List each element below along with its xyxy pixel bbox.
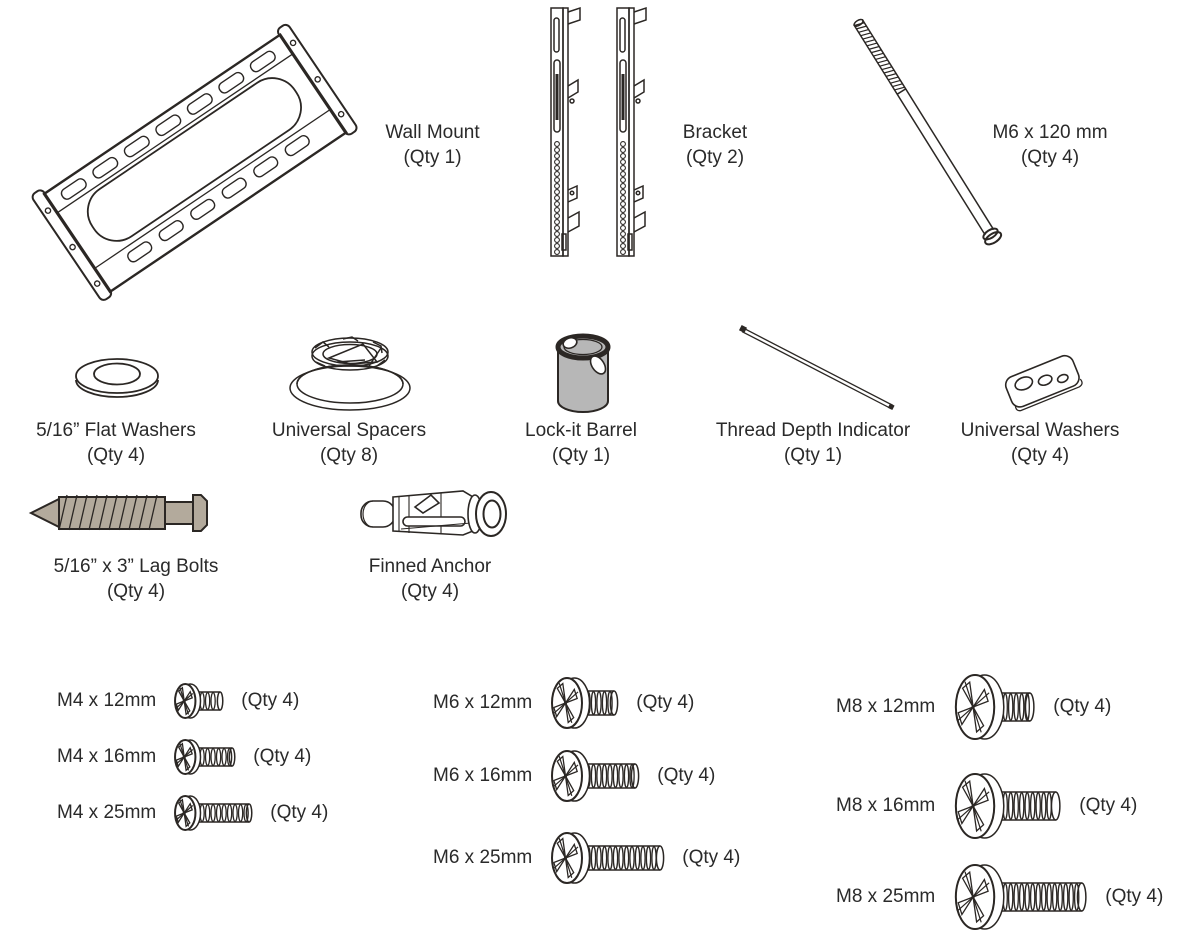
screw-illustration-holder	[545, 748, 644, 804]
thread-depth-indicator-label: Thread Depth Indicator (Qty 1)	[700, 418, 926, 468]
screw-illustration-holder	[169, 793, 257, 833]
m4x12-row: M4 x 12mm (Qty 4)	[57, 682, 299, 720]
m4x25-screw-illustration	[174, 795, 253, 831]
part-name: Thread Depth Indicator	[715, 420, 911, 441]
m6-bolt-illustration	[853, 18, 1003, 246]
part-name: Universal Spacers	[271, 420, 427, 441]
part-name: Lock-it Barrel	[525, 420, 637, 441]
screw-qty: (Qty 4)	[1079, 795, 1138, 816]
screw-illustration-holder	[948, 672, 1040, 742]
screw-illustration-holder	[169, 737, 240, 777]
screw-label: M4 x 25mm	[57, 802, 157, 823]
m6x16-row: M6 x 16mm (Qty 4)	[433, 749, 715, 803]
part-qty: (Qty 2)	[685, 147, 745, 169]
lag-bolt-illustration	[28, 494, 208, 532]
screw-label: M6 x 12mm	[433, 692, 533, 713]
m8x25-screw-illustration	[955, 864, 1087, 930]
m6x16-screw-illustration	[551, 750, 640, 802]
part-name: Universal Washers	[960, 420, 1120, 441]
screw-qty: (Qty 4)	[657, 765, 716, 786]
lockit-barrel-label: Lock-it Barrel (Qty 1)	[490, 418, 672, 468]
screw-qty: (Qty 4)	[1105, 886, 1164, 907]
m6x25-row: M6 x 25mm (Qty 4)	[433, 831, 740, 885]
m4x25-row: M4 x 25mm (Qty 4)	[57, 794, 328, 832]
m8x12-row: M8 x 12mm (Qty 4)	[836, 673, 1111, 741]
screw-qty: (Qty 4)	[1053, 696, 1112, 717]
finned-anchor-label: Finned Anchor (Qty 4)	[330, 554, 530, 604]
m6x12-screw-illustration	[551, 677, 619, 729]
screw-illustration-holder	[948, 771, 1066, 841]
part-qty: (Qty 1)	[403, 147, 462, 169]
part-name: Finned Anchor	[368, 556, 492, 577]
part-qty: (Qty 4)	[1020, 147, 1080, 169]
screw-illustration-holder	[545, 675, 623, 731]
part-name: 5/16” Flat Washers	[36, 420, 196, 441]
m6x12-row: M6 x 12mm (Qty 4)	[433, 676, 694, 730]
m8x16-screw-illustration	[955, 773, 1061, 839]
finned-anchor-illustration	[360, 490, 507, 537]
part-qty: (Qty 8)	[319, 445, 379, 467]
screw-qty: (Qty 4)	[270, 802, 329, 823]
screw-illustration-holder	[545, 830, 669, 886]
wall-mount-illustration	[31, 23, 358, 301]
flat-washer-illustration	[75, 358, 159, 398]
screw-label: M6 x 25mm	[433, 847, 533, 868]
lockit-barrel-illustration	[555, 333, 611, 413]
m6x25-screw-illustration	[551, 832, 665, 884]
m6-bolt-label: M6 x 120 mm (Qty 4)	[950, 120, 1150, 170]
screw-qty: (Qty 4)	[636, 692, 695, 713]
part-qty: (Qty 4)	[400, 581, 460, 603]
screw-label: M8 x 25mm	[836, 886, 936, 907]
universal-spacer-illustration	[289, 336, 411, 411]
screw-label: M8 x 16mm	[836, 795, 936, 816]
screw-label: M6 x 16mm	[433, 765, 533, 786]
m4x12-screw-illustration	[174, 683, 224, 719]
thread-depth-indicator-illustration	[738, 324, 895, 411]
part-name: M6 x 120 mm	[992, 122, 1108, 143]
part-name: 5/16” x 3” Lag Bolts	[53, 556, 219, 577]
bracket-label: Bracket (Qty 2)	[650, 120, 780, 170]
part-qty: (Qty 4)	[86, 445, 146, 467]
m8x16-row: M8 x 16mm (Qty 4)	[836, 772, 1137, 840]
universal-washers-label: Universal Washers (Qty 4)	[930, 418, 1150, 468]
universal-spacers-label: Universal Spacers (Qty 8)	[240, 418, 458, 468]
screw-illustration-holder	[169, 681, 228, 721]
screw-label: M4 x 12mm	[57, 690, 157, 711]
m4x16-screw-illustration	[174, 739, 236, 775]
m4x16-row: M4 x 16mm (Qty 4)	[57, 738, 311, 776]
flat-washers-label: 5/16” Flat Washers (Qty 4)	[10, 418, 222, 468]
screw-qty: (Qty 4)	[682, 847, 741, 868]
m8x25-row: M8 x 25mm (Qty 4)	[836, 863, 1163, 931]
screw-qty: (Qty 4)	[241, 690, 300, 711]
part-qty: (Qty 4)	[106, 581, 166, 603]
part-qty: (Qty 1)	[783, 445, 843, 467]
screw-illustration-holder	[948, 862, 1092, 932]
screw-qty: (Qty 4)	[253, 746, 312, 767]
wall-mount-label: Wall Mount (Qty 1)	[340, 120, 525, 170]
m8x12-screw-illustration	[955, 674, 1035, 740]
part-name: Wall Mount	[385, 122, 480, 143]
universal-washer-illustration	[1004, 354, 1083, 412]
lag-bolts-label: 5/16” x 3” Lag Bolts (Qty 4)	[30, 554, 242, 604]
screw-label: M8 x 12mm	[836, 696, 936, 717]
part-name: Bracket	[682, 122, 748, 143]
screw-label: M4 x 16mm	[57, 746, 157, 767]
part-qty: (Qty 4)	[1010, 445, 1070, 467]
part-qty: (Qty 1)	[551, 445, 611, 467]
bracket-illustration	[550, 7, 647, 257]
